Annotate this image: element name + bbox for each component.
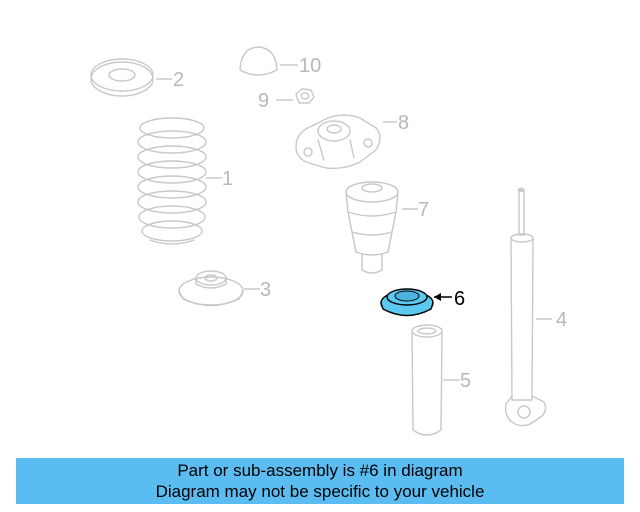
callout-5[interactable]: 5	[460, 370, 471, 392]
part-4-shock-absorber[interactable]	[504, 187, 547, 427]
callout-1[interactable]: 1	[222, 168, 233, 190]
part-2-spring-seat[interactable]	[90, 58, 154, 97]
callout-7[interactable]: 7	[418, 199, 429, 221]
part-9-nut[interactable]	[295, 88, 315, 104]
banner-line-part: Part or sub-assembly is #6 in diagram	[177, 461, 463, 480]
part-8-strut-mount[interactable]	[295, 114, 381, 170]
info-banner: Part or sub-assembly is #6 in diagram Di…	[16, 458, 624, 504]
part-6-protection-cap[interactable]	[380, 288, 434, 317]
callout-8[interactable]: 8	[398, 112, 409, 134]
part-3-lower-spring-seat[interactable]	[178, 270, 244, 307]
callout-2[interactable]: 2	[173, 69, 184, 91]
banner-line-disclaimer: Diagram may not be specific to your vehi…	[155, 482, 485, 501]
leader-arrow-6	[434, 293, 441, 301]
callout-4[interactable]: 4	[556, 309, 567, 331]
part-10-dust-cap[interactable]	[239, 46, 278, 76]
part-5-dust-boot[interactable]	[411, 324, 443, 436]
callout-6[interactable]: 6	[454, 288, 465, 310]
part-7-bump-stop[interactable]	[345, 181, 399, 274]
part-1-coil-spring[interactable]	[137, 117, 207, 245]
callout-10[interactable]: 10	[299, 55, 321, 77]
callout-3[interactable]: 3	[260, 279, 271, 301]
callout-9[interactable]: 9	[258, 90, 269, 112]
